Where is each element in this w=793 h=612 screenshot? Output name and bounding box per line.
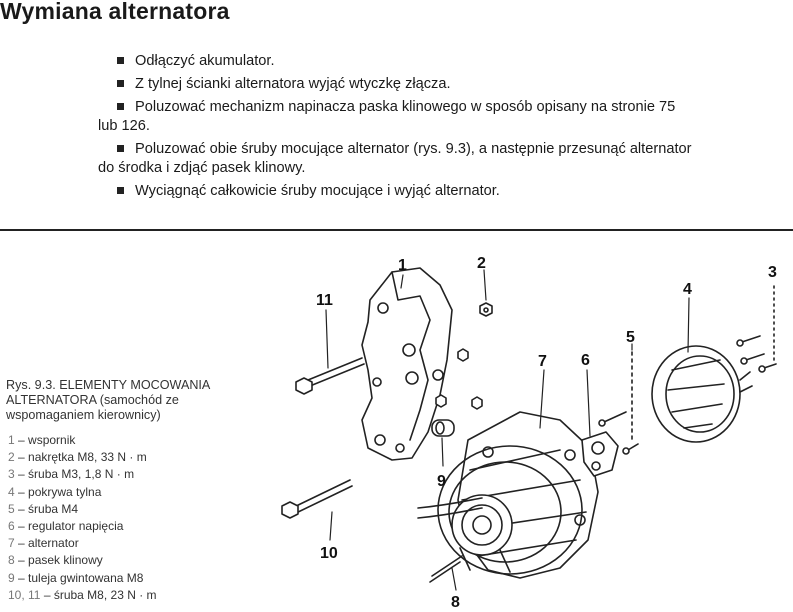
step-text: Wyciągnąć całkowicie śruby mocujące i wy… <box>135 183 500 199</box>
rear-cover-part <box>651 345 753 443</box>
step-text: Poluzować obie śruby mocujące alternator… <box>98 141 692 176</box>
legend-item: 10, 11 – śruba M8, 23 N · m <box>8 587 157 602</box>
screw-part <box>736 285 777 373</box>
square-bullet-icon <box>117 102 124 110</box>
step-3: Poluzować mechanizm napinacza paska klin… <box>98 98 698 136</box>
step-5: Wyciągnąć całkowicie śruby mocujące i wy… <box>98 182 698 201</box>
step-2: Z tylnej ścianki alternatora wyjąć wtycz… <box>98 75 698 94</box>
callout-label: 7 <box>538 353 547 370</box>
legend-item: 8 – pasek klinowy <box>8 553 103 568</box>
step-text: Poluzować mechanizm napinacza paska klin… <box>98 99 676 134</box>
callout-label: 9 <box>437 473 446 490</box>
figure-legend: 1 – wspornik 2 – nakrętka M8, 33 N · m 3… <box>8 432 157 604</box>
callout-label: 10 <box>320 545 338 562</box>
leader-lines <box>325 269 690 591</box>
callout-label: 8 <box>451 594 460 611</box>
callout-label: 5 <box>626 329 635 346</box>
nut-part <box>435 302 493 410</box>
step-4: Poluzować obie śruby mocujące alternator… <box>98 140 698 178</box>
regulator-part <box>581 431 619 477</box>
step-1: Odłączyć akumulator. <box>98 52 698 71</box>
square-bullet-icon <box>117 144 124 152</box>
callout-label: 6 <box>581 352 590 369</box>
section-divider <box>0 229 793 231</box>
step-text: Z tylnej ścianki alternatora wyjąć wtycz… <box>135 76 451 92</box>
bolt-part <box>295 357 365 395</box>
legend-item: 4 – pokrywa tylna <box>8 484 102 499</box>
section-title: Wymiana alternatora <box>0 0 230 24</box>
legend-item: 7 – alternator <box>8 536 79 551</box>
legend-item: 9 – tuleja gwintowana M8 <box>8 570 144 585</box>
legend-item: 6 – regulator napięcia <box>8 519 124 534</box>
bushing-part <box>431 419 455 437</box>
figure-caption: Rys. 9.3. ELEMENTY MOCOWANIA ALTERNATORA… <box>6 378 210 422</box>
belt-part <box>417 497 483 583</box>
legend-item: 1 – wspornik <box>8 433 76 447</box>
square-bullet-icon <box>117 56 124 64</box>
callout-label: 3 <box>768 264 777 281</box>
instruction-list: Odłączyć akumulator. Z tylnej ścianki al… <box>98 52 698 205</box>
callout-label: 2 <box>477 255 486 272</box>
bracket-part <box>361 267 453 461</box>
alternator-part <box>437 411 599 579</box>
square-bullet-icon <box>117 79 124 87</box>
callout-label: 4 <box>683 281 692 298</box>
legend-item: 3 – śruba M3, 1,8 N · m <box>8 467 135 482</box>
square-bullet-icon <box>117 186 124 194</box>
legend-item: 2 – nakrętka M8, 33 N · m <box>8 450 147 465</box>
step-text: Odłączyć akumulator. <box>135 53 275 69</box>
bolt-part <box>281 479 353 519</box>
callout-label: 1 <box>398 257 407 274</box>
screw-part <box>598 351 639 455</box>
legend-item: 5 – śruba M4 <box>8 501 79 516</box>
callout-label: 11 <box>316 292 333 309</box>
